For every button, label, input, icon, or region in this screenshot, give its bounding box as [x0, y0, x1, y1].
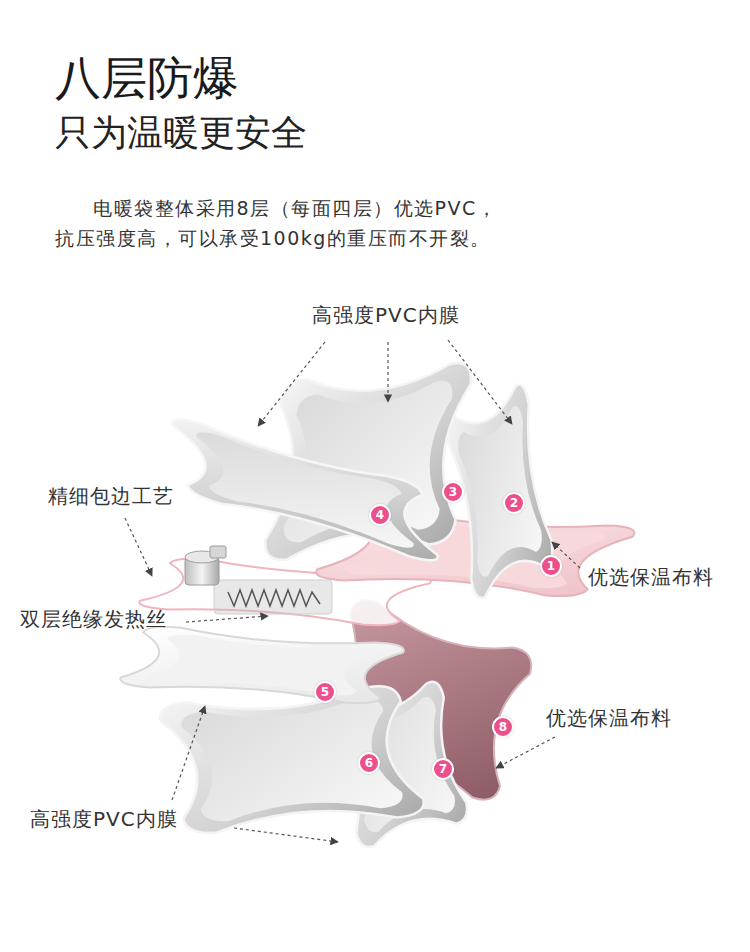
leader-line [125, 518, 152, 576]
pvc-layer [117, 625, 407, 705]
connector-plug [210, 546, 226, 558]
callout-number: 8 [492, 716, 514, 738]
part-label: 高强度PVC内膜 [28, 807, 180, 831]
leader-line [258, 342, 325, 426]
callout-number-text: 7 [439, 763, 447, 775]
callout-number-text: 5 [321, 686, 329, 698]
leader-line [387, 342, 388, 402]
callout-number: 3 [442, 481, 464, 503]
page-title: 八层防爆 [55, 52, 239, 105]
subtitle: 只为温暖更安全 [55, 112, 307, 153]
heating-wire [228, 590, 320, 606]
callout-number: 5 [314, 681, 336, 703]
callout-number: 6 [358, 752, 380, 774]
part-label: 高强度PVC内膜 [310, 303, 462, 327]
leader-line [186, 616, 268, 622]
wire-pouch [214, 580, 332, 614]
part-label: 优选保温布料 [586, 565, 716, 589]
pvc-layer [157, 685, 427, 835]
pvc-layer [170, 415, 440, 565]
callout-number: 1 [540, 555, 562, 577]
callout-number-text: 4 [376, 509, 384, 521]
part-label: 优选保温布料 [544, 706, 674, 730]
callout-number-text: 1 [547, 560, 555, 572]
leader-lines [125, 340, 580, 842]
part-label: 双层绝缘发热丝 [18, 607, 169, 631]
callout-number-text: 6 [365, 757, 373, 769]
callout-number: 4 [369, 504, 391, 526]
leader-line [234, 828, 338, 842]
callout-number: 7 [432, 758, 454, 780]
callout-number: 2 [503, 492, 525, 514]
callout-number-text: 3 [449, 486, 457, 498]
callout-number-text: 8 [499, 721, 507, 733]
leader-line [496, 737, 555, 768]
leader-line [448, 340, 512, 424]
description: 电暖袋整体采用8层（每面四层）优选PVC， 抗压强度高，可以承受100kg的重压… [55, 193, 525, 253]
leader-line [172, 706, 205, 800]
callout-number-text: 2 [510, 497, 518, 509]
part-label: 精细包边工艺 [46, 484, 176, 508]
